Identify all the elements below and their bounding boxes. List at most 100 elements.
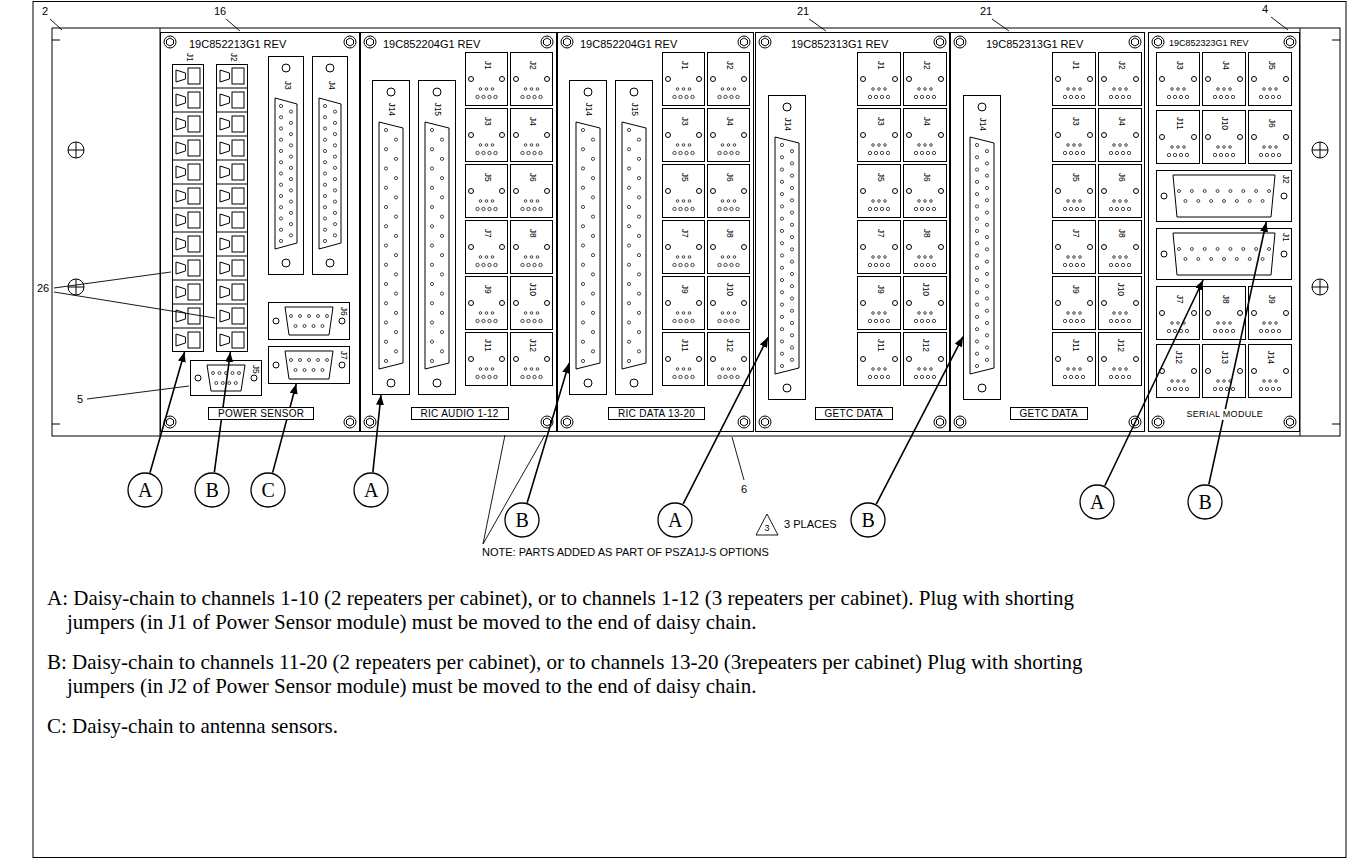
pin bbox=[212, 372, 215, 375]
pin bbox=[1075, 207, 1078, 210]
mount-hole bbox=[1192, 77, 1197, 82]
pin bbox=[527, 319, 530, 322]
pin bbox=[485, 256, 488, 259]
module-panel: 19C852204G1 REVRIC DATA 13-20J14J15J1J2J… bbox=[557, 32, 754, 432]
pin bbox=[440, 292, 443, 295]
pin bbox=[530, 368, 533, 371]
pin bbox=[920, 375, 923, 378]
mount-hole-cross bbox=[76, 279, 77, 295]
pin bbox=[886, 207, 889, 210]
mount-hole bbox=[742, 189, 747, 194]
pin bbox=[679, 207, 682, 210]
leader-line bbox=[483, 435, 545, 544]
terminal-divider bbox=[216, 232, 248, 233]
pin bbox=[279, 239, 282, 242]
pin bbox=[790, 199, 793, 202]
pin bbox=[682, 200, 685, 203]
pin bbox=[673, 151, 676, 154]
pin bbox=[1115, 207, 1118, 210]
pin bbox=[440, 234, 443, 237]
mount-hole bbox=[1192, 369, 1197, 374]
pin bbox=[975, 180, 978, 183]
pin bbox=[491, 312, 494, 315]
rj-jack: J11 bbox=[662, 332, 705, 386]
pin bbox=[932, 319, 935, 322]
pin bbox=[527, 95, 530, 98]
pin bbox=[581, 302, 584, 305]
pin bbox=[1229, 248, 1232, 251]
pin bbox=[676, 312, 679, 315]
connector-ref: J3 bbox=[283, 80, 292, 89]
pin bbox=[482, 319, 485, 322]
pin bbox=[238, 372, 241, 375]
panel-screw bbox=[1284, 416, 1296, 428]
pin bbox=[637, 350, 640, 353]
pin bbox=[440, 215, 443, 218]
mount-hole bbox=[1056, 189, 1061, 194]
pin bbox=[1261, 258, 1264, 261]
pin bbox=[924, 144, 927, 147]
pin bbox=[384, 186, 387, 189]
pin bbox=[1269, 322, 1272, 325]
pin bbox=[930, 256, 933, 259]
rj-jack: J1 bbox=[465, 52, 508, 106]
pin bbox=[1179, 387, 1182, 390]
mount-hole bbox=[861, 77, 866, 82]
terminal-opening bbox=[188, 260, 200, 276]
terminal-divider bbox=[216, 184, 248, 185]
pin bbox=[780, 291, 783, 294]
pin bbox=[730, 207, 733, 210]
pin bbox=[721, 144, 724, 147]
pin bbox=[494, 95, 497, 98]
pin bbox=[1255, 248, 1258, 251]
pin bbox=[476, 207, 479, 210]
pin bbox=[685, 151, 688, 154]
pin bbox=[299, 315, 302, 318]
pin bbox=[914, 375, 917, 378]
terminal-wedge bbox=[220, 214, 229, 226]
pin bbox=[581, 321, 584, 324]
pin bbox=[627, 205, 630, 208]
connector-ref: J6 bbox=[922, 172, 931, 181]
pin bbox=[289, 133, 292, 136]
mount-hole bbox=[1102, 301, 1107, 306]
mount-hole bbox=[1252, 77, 1257, 82]
pin bbox=[539, 207, 542, 210]
mount-hole bbox=[1134, 189, 1139, 194]
pin bbox=[1269, 146, 1272, 149]
panel-screw-head bbox=[741, 38, 748, 46]
terminal-divider bbox=[216, 280, 248, 281]
connector-ref: J3 bbox=[1071, 116, 1080, 125]
pin bbox=[1113, 368, 1116, 371]
pin bbox=[384, 340, 387, 343]
pin bbox=[975, 278, 978, 281]
pin bbox=[323, 149, 326, 152]
rj-jack: J7 bbox=[857, 220, 901, 274]
pin bbox=[1231, 329, 1234, 332]
pin bbox=[384, 225, 387, 228]
connector-ref: J15 bbox=[434, 102, 443, 116]
d-sub-shell bbox=[425, 122, 449, 369]
pin bbox=[1184, 200, 1187, 203]
panel-screw-head bbox=[1287, 418, 1294, 426]
pin bbox=[727, 200, 730, 203]
figure-frame bbox=[33, 2, 1346, 858]
pin bbox=[920, 95, 923, 98]
pin bbox=[872, 256, 875, 259]
pin bbox=[1125, 144, 1128, 147]
connector-ref: J5 bbox=[483, 172, 492, 181]
mount-hole bbox=[711, 133, 716, 138]
pin bbox=[289, 144, 292, 147]
pin bbox=[581, 167, 584, 170]
pin bbox=[333, 200, 336, 203]
connector-ref: J12 bbox=[528, 338, 537, 352]
mount-hole bbox=[666, 357, 671, 362]
mount-hole bbox=[666, 301, 671, 306]
pin bbox=[317, 359, 320, 362]
panel-screw-head bbox=[937, 418, 944, 426]
mount-hole bbox=[500, 301, 505, 306]
callout-arrow bbox=[150, 352, 185, 473]
pin bbox=[289, 200, 292, 203]
pin bbox=[780, 242, 783, 245]
leader-lines bbox=[50, 17, 1288, 544]
